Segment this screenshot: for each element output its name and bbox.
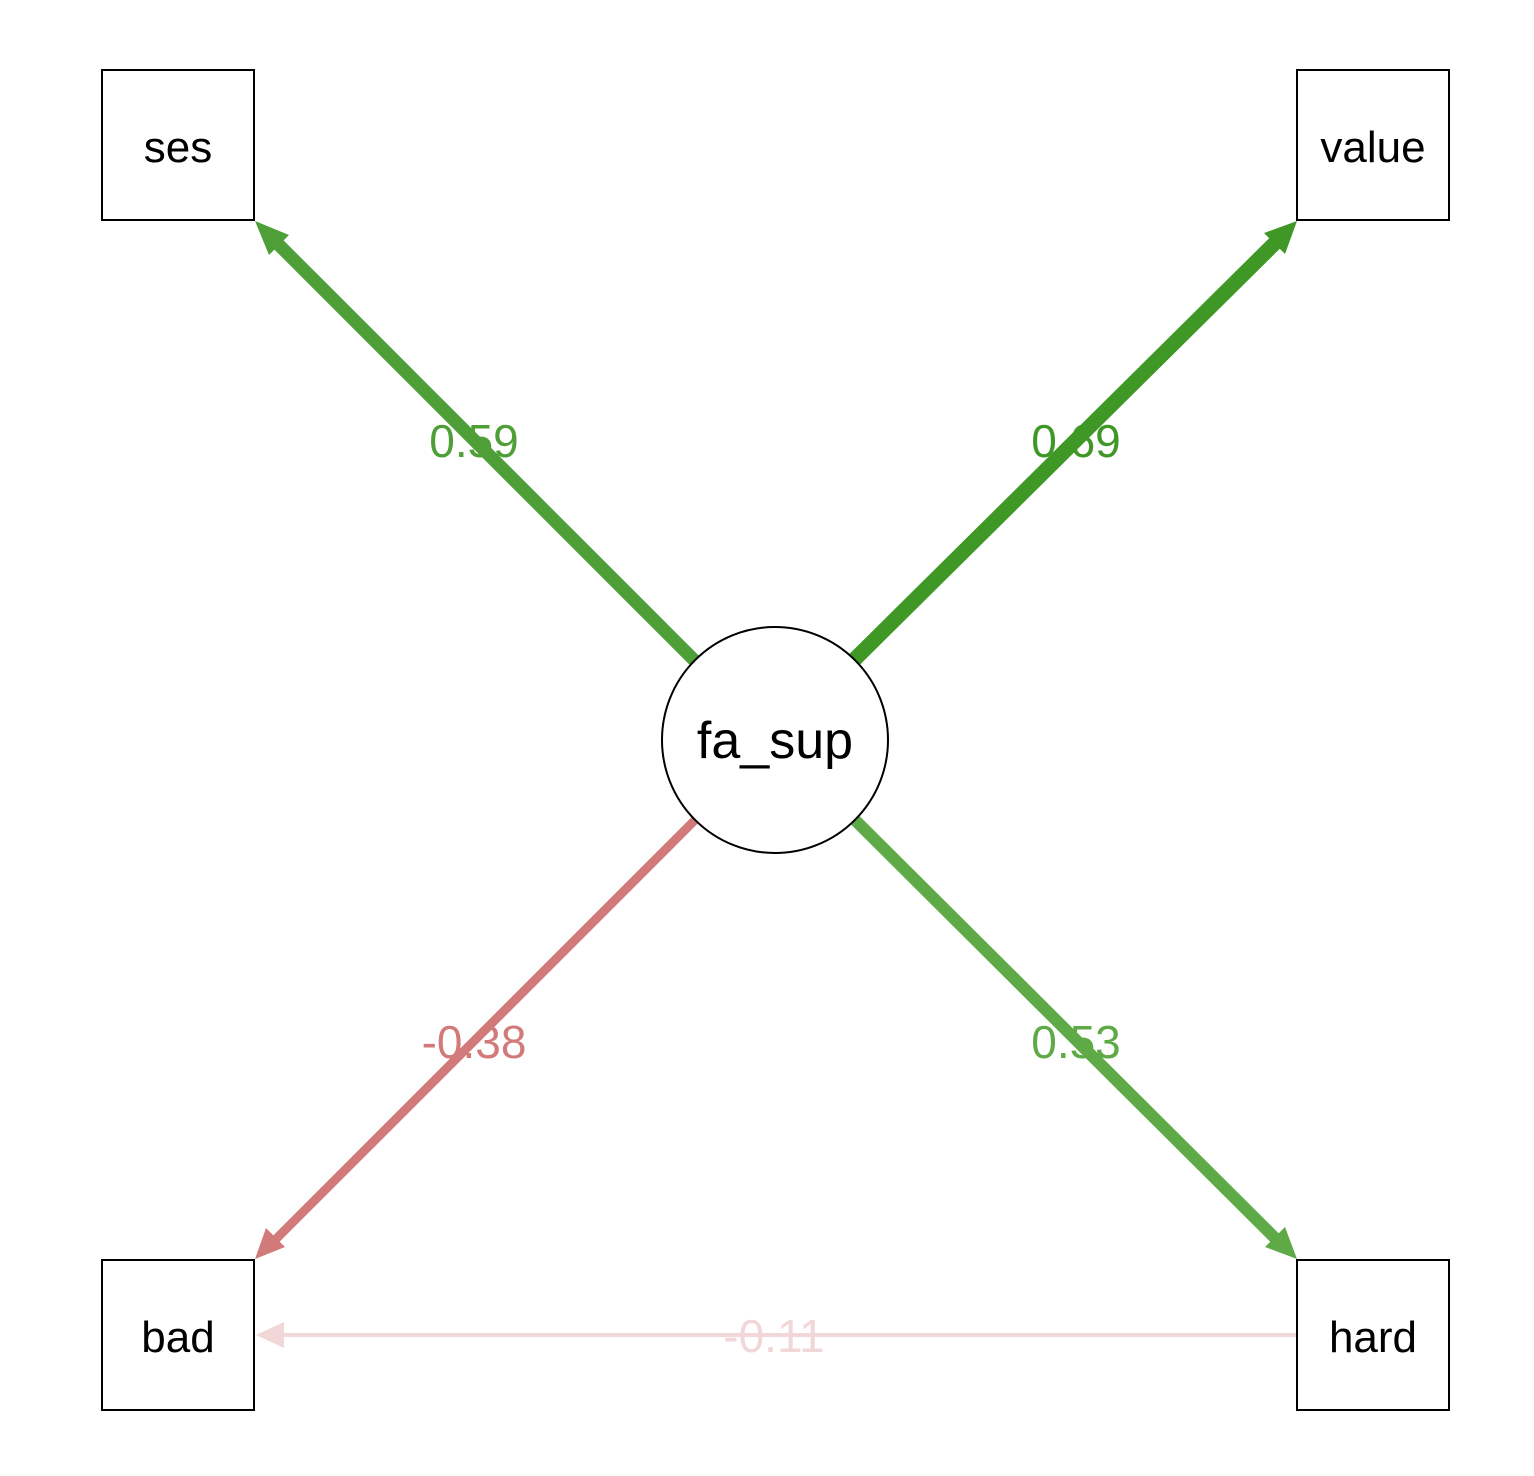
edge-label-hard: 0.53 [1031, 1016, 1121, 1068]
edge-fa-sup-hard [850, 815, 1297, 1259]
node-ses: ses [101, 69, 255, 221]
edge-line-hard [850, 815, 1287, 1250]
edge-fa-sup-ses [255, 221, 700, 666]
edge-label-value: 0.69 [1031, 415, 1121, 467]
arrowhead-ses [255, 221, 289, 255]
edge-hard-bad [256, 1322, 1297, 1348]
node-label-ses: ses [144, 123, 212, 172]
edge-fa-sup-bad [255, 816, 699, 1259]
edge-label-bad: -0.38 [422, 1016, 527, 1068]
node-label-bad: bad [141, 1313, 214, 1362]
edge-line-bad [266, 816, 699, 1249]
node-label-fa-sup: fa_sup [697, 712, 853, 770]
arrowhead-hard [1265, 1227, 1297, 1259]
node-box-bad [101, 1259, 255, 1411]
node-value: value [1296, 69, 1450, 221]
node-fa-sup: fa_sup [661, 626, 889, 854]
node-box-hard [1296, 1259, 1450, 1411]
node-box-ses [101, 69, 255, 221]
node-bad: bad [101, 1259, 255, 1411]
node-circle-fa-sup [661, 626, 889, 854]
node-hard: hard [1296, 1259, 1450, 1411]
node-box-value [1296, 69, 1450, 221]
node-label-hard: hard [1329, 1313, 1417, 1362]
arrowhead-value [1264, 221, 1297, 254]
edge-line-ses [265, 231, 700, 666]
arrowhead-bad [255, 1228, 285, 1259]
edge-label-ses: 0.59 [429, 415, 519, 467]
arrowhead-hard-bad [256, 1322, 284, 1348]
edge-fa-sup-value [847, 221, 1297, 667]
node-label-value: value [1320, 123, 1425, 172]
edge-line-value [847, 230, 1288, 667]
edge-label-hard-bad: -0.11 [723, 1310, 824, 1362]
